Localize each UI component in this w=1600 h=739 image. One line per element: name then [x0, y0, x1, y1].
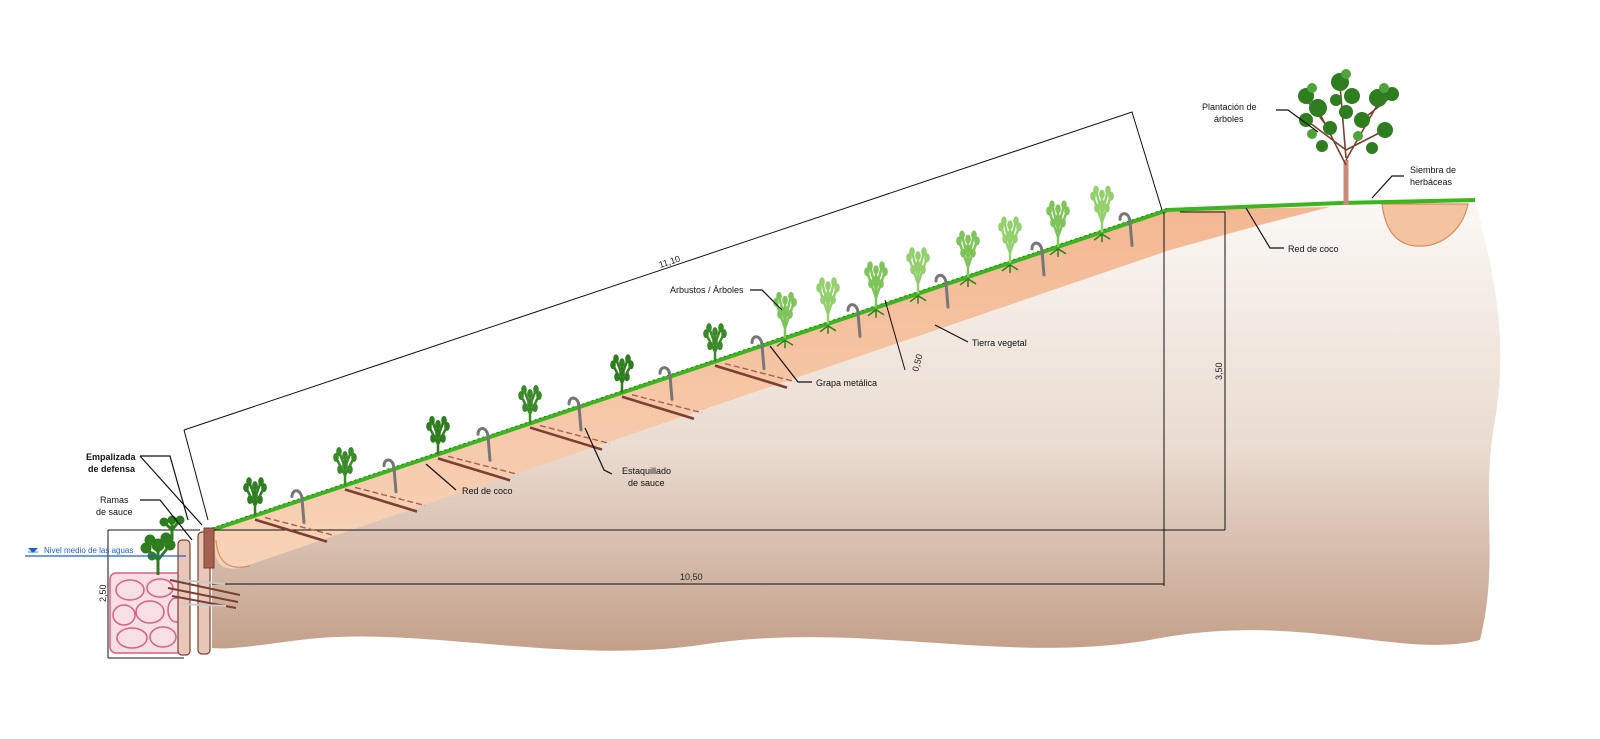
label-ramas-1: Ramas	[100, 495, 129, 505]
slope-vegetation	[243, 185, 1134, 543]
metal-staple-icon	[750, 335, 766, 371]
shrub-icon	[333, 446, 357, 486]
shrub-icon	[773, 291, 797, 349]
gabion-wall	[109, 572, 187, 654]
shrub-icon	[906, 247, 930, 304]
dimension-lines	[107, 111, 1226, 659]
planting-pit	[1381, 203, 1469, 247]
label-siembra-1: Siembra de	[1410, 165, 1456, 175]
metal-staple-icon	[1118, 212, 1134, 247]
ground-body	[212, 200, 1501, 651]
metal-staple-icon	[934, 273, 950, 309]
willow-stake	[621, 395, 695, 421]
metal-staple-icon	[567, 396, 583, 432]
shrub-icon	[426, 415, 450, 455]
topsoil-layer	[212, 207, 1330, 569]
willow-stake	[254, 518, 328, 543]
label-red-coco-slope: Red de coco	[462, 486, 513, 496]
metal-staple-icon	[846, 303, 862, 338]
slope-length-dimension	[183, 111, 1163, 431]
label-estaquillado-1: Estaquillado	[622, 466, 671, 476]
label-tierra: Tierra vegetal	[972, 338, 1027, 348]
shrub-icon	[610, 354, 634, 393]
metal-staple-icon	[658, 366, 674, 401]
label-empalizada-2: de defensa	[88, 464, 136, 474]
label-nivel-agua: Nivel medio de las aguas	[44, 546, 133, 555]
metal-staple-icon	[290, 489, 306, 525]
willow-stake	[714, 364, 788, 389]
label-ramas-2: de sauce	[96, 507, 133, 517]
dim-palisade-height: 2,50	[98, 584, 108, 602]
shrub-icon	[956, 230, 980, 287]
shrub-icon	[518, 385, 542, 424]
topsoil-edge	[215, 539, 251, 568]
label-siembra-2: herbáceas	[1410, 177, 1453, 187]
leader-lines	[139, 109, 1404, 541]
dim-horizontal: 10,50	[680, 572, 703, 582]
shrub-icon	[1046, 200, 1070, 257]
dim-height: 3,50	[1214, 362, 1224, 380]
willow-stake	[529, 426, 603, 451]
label-grapa: Grapa metálica	[816, 378, 877, 388]
label-empalizada-1: Empalizada	[86, 452, 137, 462]
shrub-icon	[243, 477, 267, 516]
water-level-triangle-icon	[28, 548, 38, 553]
willow-stake	[344, 488, 418, 513]
top-tree	[1298, 69, 1399, 205]
water-level: Nivel medio de las aguas	[25, 546, 186, 557]
label-estaquillado-2: de sauce	[628, 478, 665, 488]
label-plantacion-1: Plantación de	[1202, 102, 1257, 112]
grass-line	[211, 198, 1476, 532]
label-red-coco-top: Red de coco	[1288, 244, 1339, 254]
thickness-tick	[884, 299, 906, 371]
label-arbustos: Arbustos / Árboles	[670, 285, 744, 295]
metal-staple-icon	[1030, 241, 1046, 277]
palisade-posts	[167, 527, 241, 656]
label-plantacion-2: árboles	[1214, 114, 1244, 124]
shrub-icon	[998, 216, 1022, 273]
shrub-icon	[703, 323, 727, 362]
willow-stake	[437, 457, 511, 482]
metal-staple-icon	[382, 458, 398, 494]
shrub-icon	[864, 261, 888, 318]
shrub-icon	[1090, 185, 1114, 243]
shrub-icon	[816, 277, 840, 334]
metal-staple-icon	[476, 427, 492, 462]
dim-soil-thickness: 0,50	[910, 353, 924, 373]
